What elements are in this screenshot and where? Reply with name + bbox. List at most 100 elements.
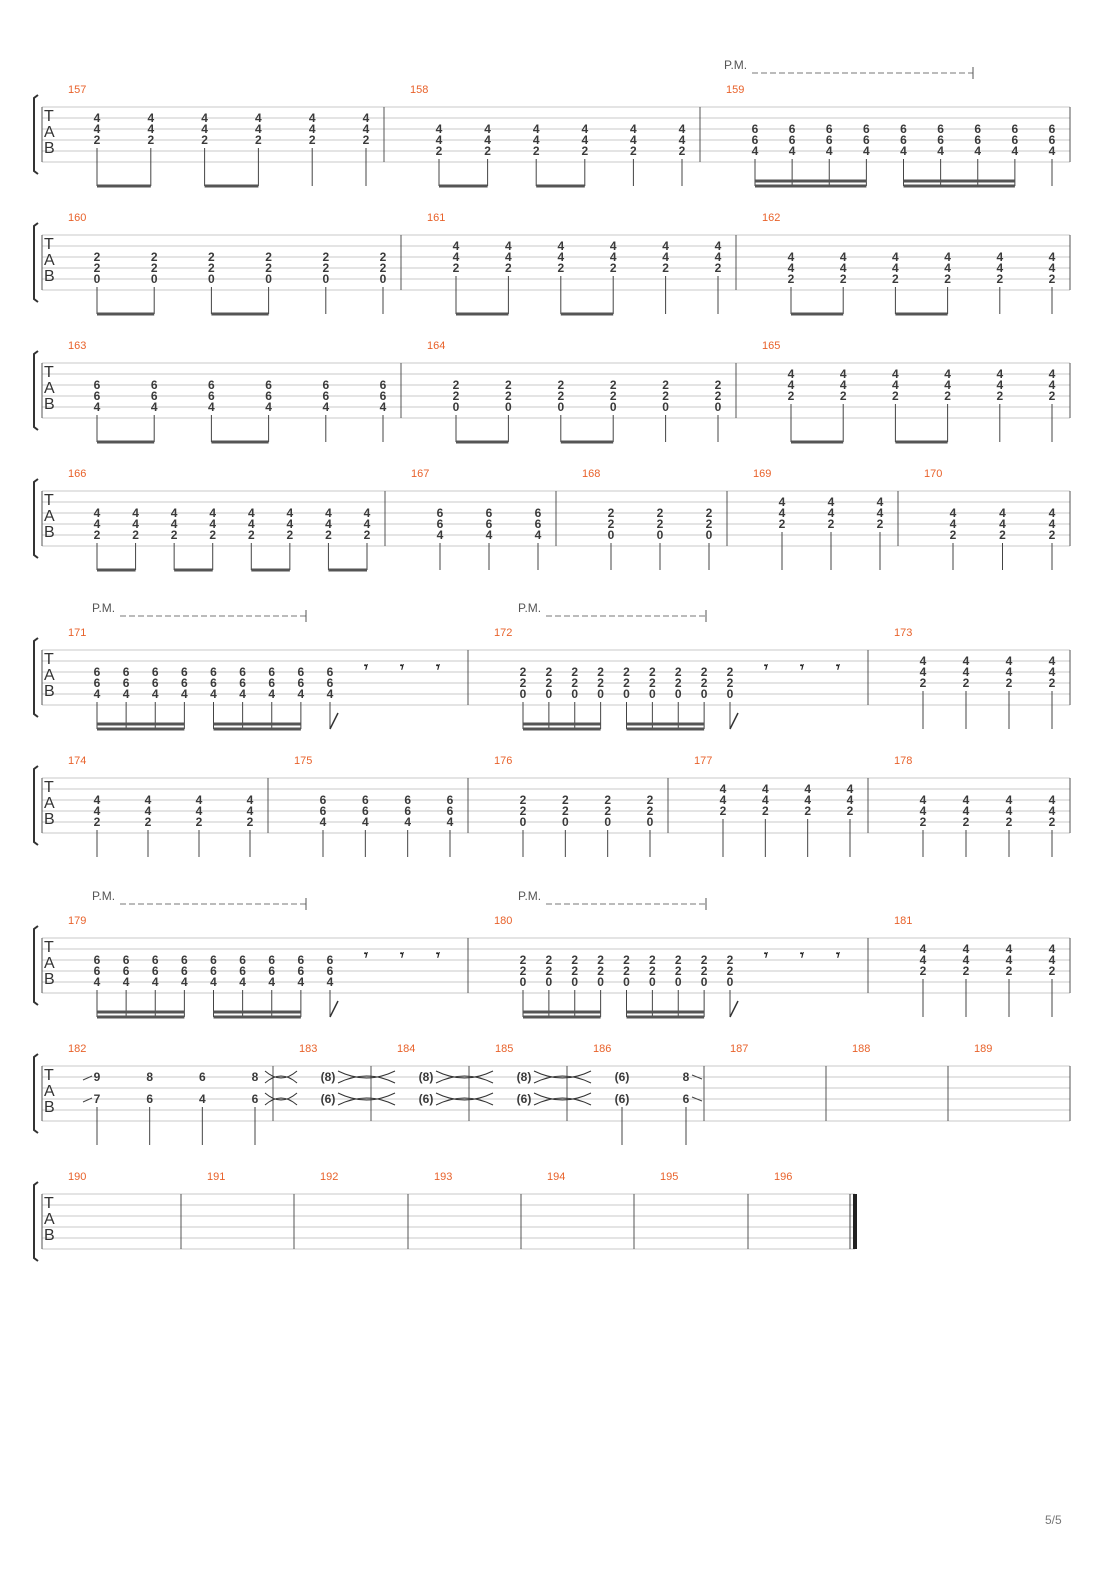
fret-number: 2 — [1049, 815, 1056, 829]
fret-number: 4 — [662, 239, 669, 253]
fret-number: 2 — [380, 261, 387, 275]
measure-number: 191 — [207, 1171, 225, 1183]
measure-number: 172 — [494, 627, 512, 639]
fret-number: 4 — [789, 144, 796, 158]
fret-number: 2 — [520, 665, 527, 679]
fret-number: 4 — [920, 804, 927, 818]
fret-number: 2 — [701, 665, 708, 679]
fret-number: 4 — [1049, 804, 1056, 818]
measure-194: 194 — [547, 1171, 565, 1183]
fret-number: 4 — [209, 517, 216, 531]
fret-number: 0 — [727, 687, 734, 701]
fret-number: 6 — [152, 964, 159, 978]
measure-number: 189 — [974, 1043, 992, 1055]
fret-number: 2 — [557, 261, 564, 275]
fret-number: 0 — [608, 528, 615, 542]
fret-number: 4 — [900, 144, 907, 158]
fret-number: 6 — [239, 665, 246, 679]
fret-number: 4 — [840, 250, 847, 264]
fret-number: 2 — [623, 665, 630, 679]
fret-number: 4 — [610, 250, 617, 264]
fret-number: 6 — [826, 122, 833, 136]
system-4: TAB1664424424424424424424424421676646646… — [33, 468, 1071, 572]
fret-number: 4 — [937, 144, 944, 158]
measure-number: 175 — [294, 755, 312, 767]
fret-number: 6 — [268, 953, 275, 967]
fret-number: 0 — [557, 400, 564, 414]
fret-number: 8 — [683, 1070, 690, 1084]
fret-number: 6 — [298, 964, 305, 978]
fret-number: 6 — [974, 133, 981, 147]
fret-number: 4 — [1049, 793, 1056, 807]
measure-number: 160 — [68, 212, 86, 224]
fret-number: 6 — [362, 793, 369, 807]
fret-number: 4 — [94, 122, 101, 136]
fret-number: 6 — [94, 953, 101, 967]
measure-number: 196 — [774, 1171, 792, 1183]
eighth-flag — [329, 1000, 339, 1018]
measure-186: 186(6)(6)86 — [593, 1043, 703, 1145]
fret-number: 6 — [208, 378, 215, 392]
fret-number: 4 — [1049, 367, 1056, 381]
fret-number: 4 — [920, 793, 927, 807]
fret-number: 4 — [309, 111, 316, 125]
measure-192: 192 — [320, 1171, 338, 1183]
fret-number: 4 — [535, 528, 542, 542]
fret-number: 6 — [535, 506, 542, 520]
fret-number: 2 — [1006, 815, 1013, 829]
system-bracket — [33, 1181, 39, 1262]
tie-icon — [264, 1075, 298, 1084]
fret-number: 0 — [727, 975, 734, 989]
fret-number: 0 — [701, 687, 708, 701]
measure-number: 159 — [726, 84, 744, 96]
fret-number: 2 — [944, 389, 951, 403]
slide-out-icon — [691, 1074, 703, 1080]
fret-number: 4 — [171, 506, 178, 520]
fret-number: 4 — [132, 517, 139, 531]
tab-clef-letter: T — [44, 492, 54, 509]
system-bracket — [33, 222, 39, 303]
fret-number: 2 — [701, 964, 708, 978]
measure-number: 177 — [694, 755, 712, 767]
fret-number: 6 — [123, 676, 130, 690]
measure-number: 180 — [494, 915, 512, 927]
measure-187: 187 — [730, 1043, 748, 1055]
measure-188: 188 — [852, 1043, 870, 1055]
system-bracket — [33, 94, 39, 175]
fret-number: 4 — [181, 687, 188, 701]
fret-number: 2 — [208, 250, 215, 264]
system-3: TAB1636646646646646646641642202202202202… — [33, 340, 1071, 444]
fret-number: 4 — [950, 517, 957, 531]
fret-number: 2 — [675, 953, 682, 967]
measure-number: 166 — [68, 468, 86, 480]
fret-number: 2 — [208, 261, 215, 275]
fret-number: 2 — [546, 676, 553, 690]
fret-number: 2 — [623, 964, 630, 978]
fret-number: 2 — [623, 676, 630, 690]
fret-number: 2 — [201, 133, 208, 147]
fret-number: 6 — [752, 133, 759, 147]
fret-number: 2 — [920, 676, 927, 690]
fret-number: 4 — [196, 793, 203, 807]
fret-number: 4 — [322, 400, 329, 414]
fret-number: 6 — [447, 804, 454, 818]
tab-clef-letter: T — [44, 1067, 54, 1084]
fret-number: 0 — [380, 272, 387, 286]
slide-in-icon — [82, 1097, 93, 1103]
fret-number: 2 — [996, 389, 1003, 403]
fret-number: 2 — [840, 272, 847, 286]
fret-number: 2 — [996, 272, 1003, 286]
fret-number: 2 — [562, 804, 569, 818]
palm-mute-label: P.M. — [518, 601, 541, 615]
fret-number: 4 — [484, 122, 491, 136]
fret-number: 0 — [453, 400, 460, 414]
fret-number: 4 — [208, 400, 215, 414]
fret-number: 0 — [520, 815, 527, 829]
fret-number: 6 — [789, 122, 796, 136]
system-bracket — [33, 765, 39, 846]
fret-number: 4 — [762, 782, 769, 796]
tab-clef-letter: B — [44, 1227, 55, 1244]
tie-icon — [435, 1092, 494, 1101]
fret-number: 4 — [505, 239, 512, 253]
